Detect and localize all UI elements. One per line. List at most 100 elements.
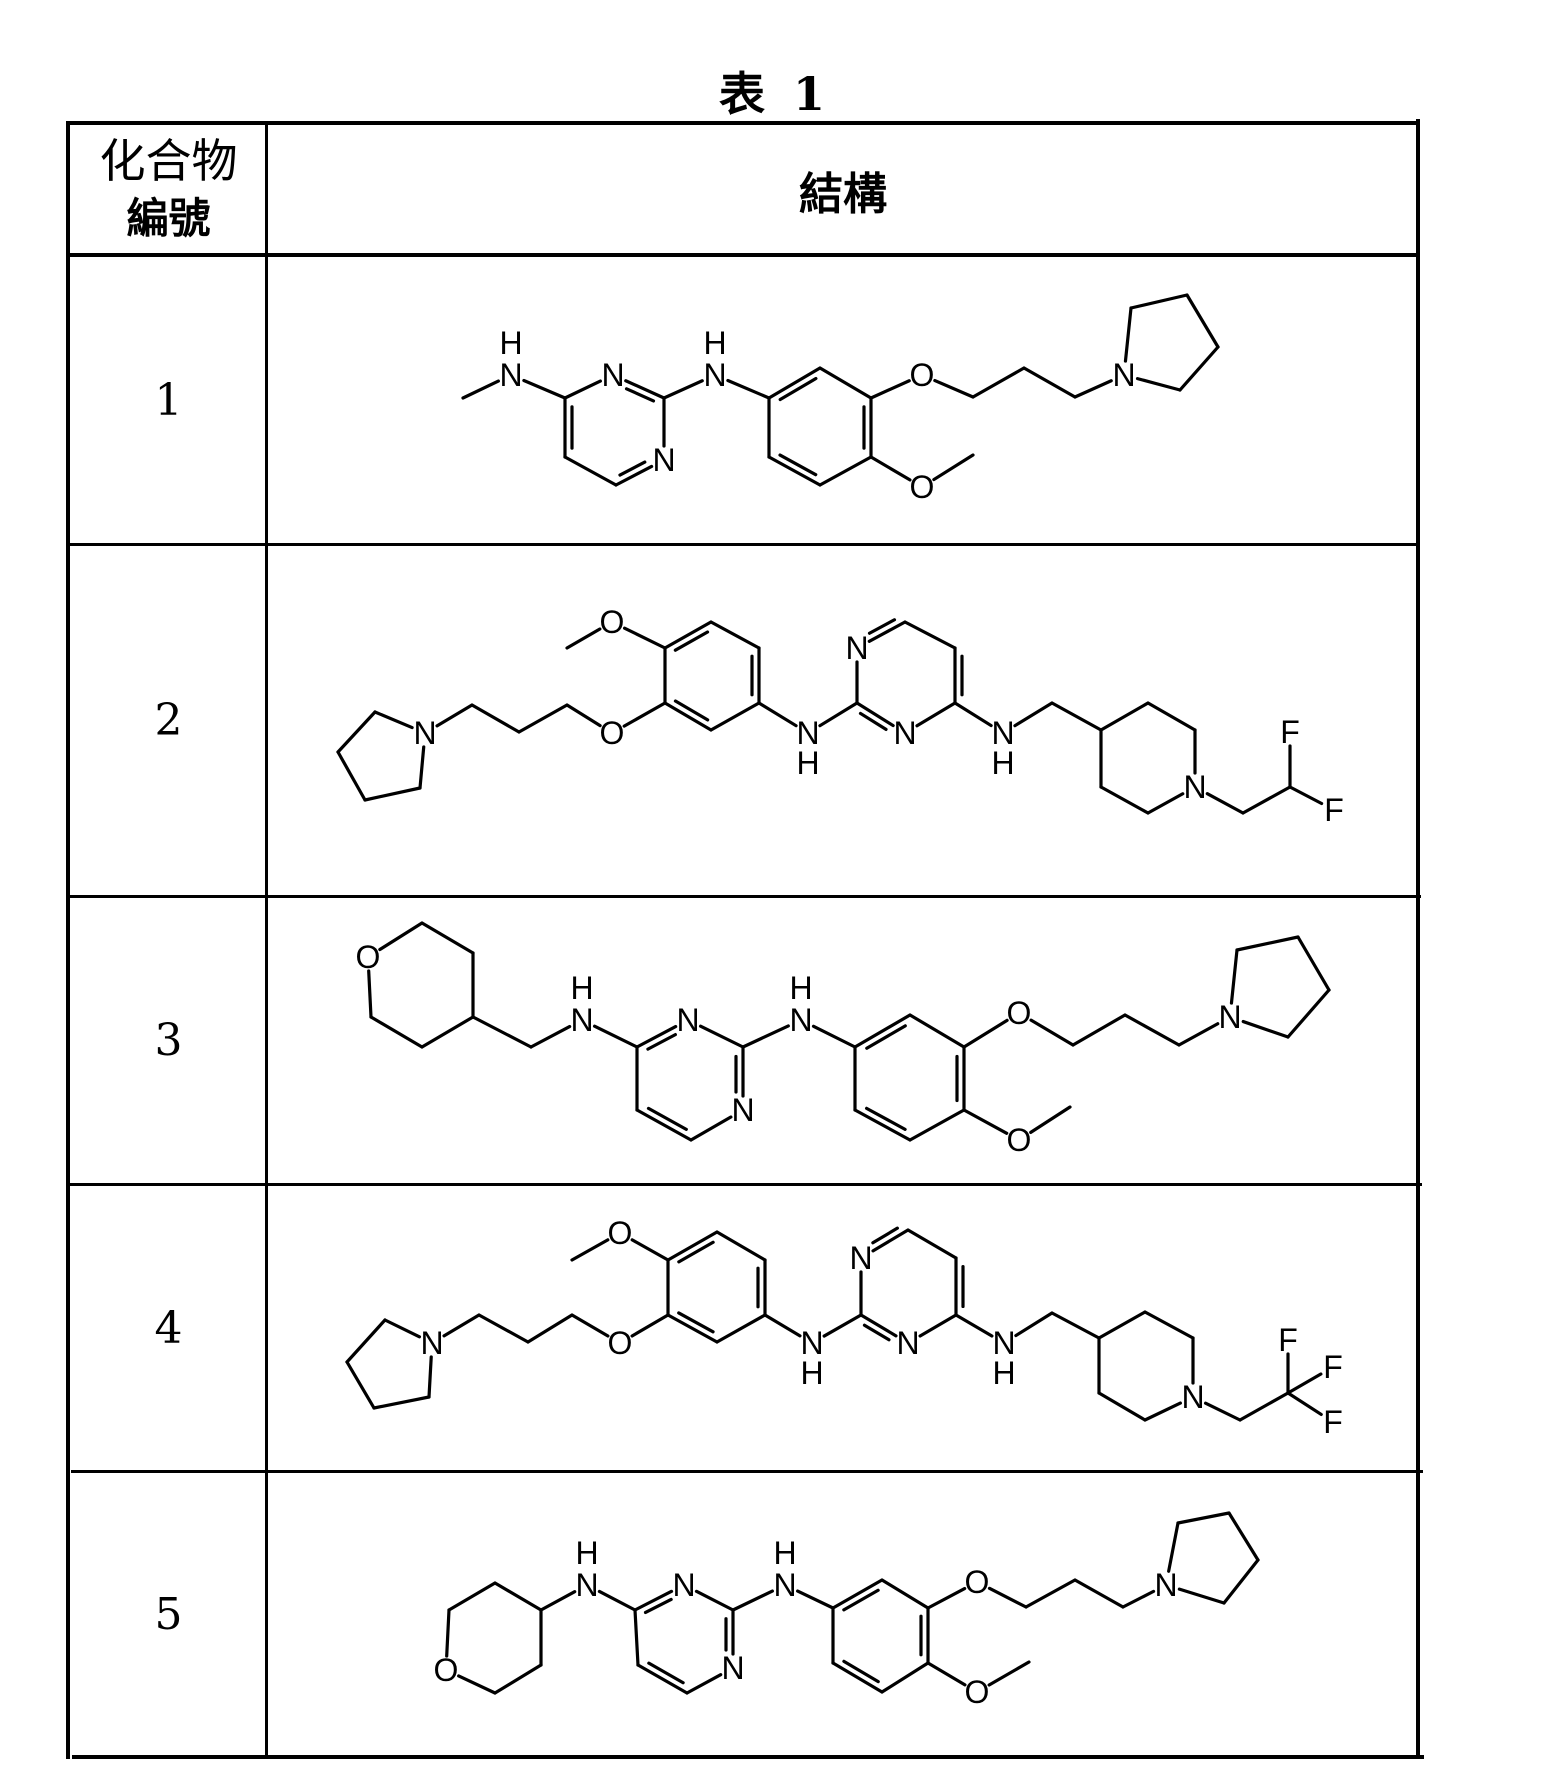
atom-label-N: N — [721, 1650, 744, 1686]
bond — [1203, 1401, 1242, 1422]
bond — [915, 701, 957, 728]
bond — [1123, 1013, 1181, 1047]
table-title: 表 1 — [718, 67, 832, 121]
header-compound-id: 化合物 編號 — [69, 124, 268, 255]
atom-label-F: F — [1323, 1349, 1343, 1385]
atom-label-H: H — [703, 325, 726, 361]
bond — [363, 786, 422, 802]
bond — [1024, 1578, 1077, 1609]
atom-label-N: N — [731, 1092, 754, 1128]
bond — [1229, 948, 1239, 1005]
bond — [461, 379, 500, 400]
bond — [1176, 1511, 1231, 1525]
column-divider — [265, 121, 268, 1759]
atom-label-N: N — [992, 1325, 1015, 1361]
atom-label-O: O — [608, 1215, 633, 1251]
bond — [1014, 1311, 1054, 1338]
bond — [1050, 1311, 1101, 1340]
bond — [906, 1228, 958, 1260]
bond — [1013, 701, 1054, 728]
bond — [420, 921, 475, 955]
bond — [853, 1013, 912, 1049]
bond — [630, 1238, 670, 1262]
atom-label-O: O — [356, 939, 381, 975]
atom-label-O: O — [600, 604, 625, 640]
atom-label-F: F — [1280, 714, 1300, 750]
atom-label-O: O — [965, 1674, 990, 1710]
bond — [741, 1024, 790, 1049]
bond — [1097, 1391, 1147, 1422]
atom-label-H: H — [800, 1355, 823, 1391]
atom-label-N: N — [800, 1325, 823, 1361]
atom-label-N: N — [1112, 357, 1135, 393]
atom-label-O: O — [600, 715, 625, 751]
atom-label-N: N — [893, 715, 916, 751]
bond — [383, 1318, 422, 1339]
bond — [1286, 1391, 1323, 1417]
atom-label-H: H — [570, 970, 593, 1006]
double-bond-line — [862, 1323, 891, 1342]
bond — [336, 710, 377, 754]
bond — [1129, 293, 1189, 310]
atom-label-H: H — [773, 1535, 796, 1571]
compound-id-cell: 3 — [154, 1015, 183, 1066]
bond — [1099, 785, 1150, 815]
bond — [1123, 306, 1133, 363]
bond — [565, 627, 602, 650]
double-bond-line — [865, 1024, 907, 1050]
bond — [563, 455, 618, 487]
compound-id-cell: 5 — [154, 1588, 183, 1640]
bond — [372, 1395, 431, 1410]
bond — [908, 1108, 966, 1142]
double-bond-line — [677, 1240, 715, 1264]
atom-label-N: N — [896, 1325, 919, 1361]
row-divider — [68, 543, 1420, 546]
atom-label-N: N — [413, 715, 436, 751]
bond — [926, 1586, 967, 1610]
header-compound-id-line2: 編號 — [126, 193, 211, 243]
bond — [689, 1115, 733, 1142]
bond — [378, 921, 424, 952]
bond — [962, 1018, 1009, 1049]
bond — [831, 1661, 884, 1694]
bond — [635, 1024, 678, 1049]
atom-label-N: N — [703, 357, 726, 393]
bond — [663, 620, 713, 650]
bond — [633, 1589, 674, 1612]
double-bond-line — [858, 711, 888, 731]
bond — [517, 703, 569, 734]
bond — [471, 1015, 533, 1049]
double-bond-line — [646, 1106, 688, 1131]
bond — [867, 620, 907, 643]
bond — [336, 750, 367, 802]
bond — [597, 1589, 637, 1612]
atom-label-H: H — [575, 1535, 598, 1571]
bond — [715, 1313, 767, 1344]
atom-label-H: H — [992, 1355, 1015, 1391]
bond — [1146, 792, 1185, 815]
bond — [908, 1013, 966, 1049]
bond — [493, 1581, 543, 1612]
bond — [709, 620, 761, 650]
bond — [666, 1313, 719, 1344]
bond — [418, 745, 426, 790]
bond — [1073, 379, 1113, 399]
bond — [427, 1355, 433, 1399]
bond — [767, 455, 822, 487]
atom-label-N: N — [575, 1567, 598, 1603]
bond — [633, 1608, 640, 1667]
bond — [709, 701, 761, 732]
atom-label-N: N — [1183, 769, 1206, 805]
bond — [1227, 1511, 1260, 1562]
atom-label-N: N — [672, 1567, 695, 1603]
atom-label-N: N — [796, 715, 819, 751]
double-bond-line — [624, 387, 656, 403]
bond — [903, 620, 957, 650]
atom-label-N: N — [570, 1002, 593, 1038]
bond — [635, 1108, 693, 1142]
bond — [715, 1230, 767, 1262]
bond — [477, 1313, 530, 1344]
bond — [345, 1360, 376, 1410]
